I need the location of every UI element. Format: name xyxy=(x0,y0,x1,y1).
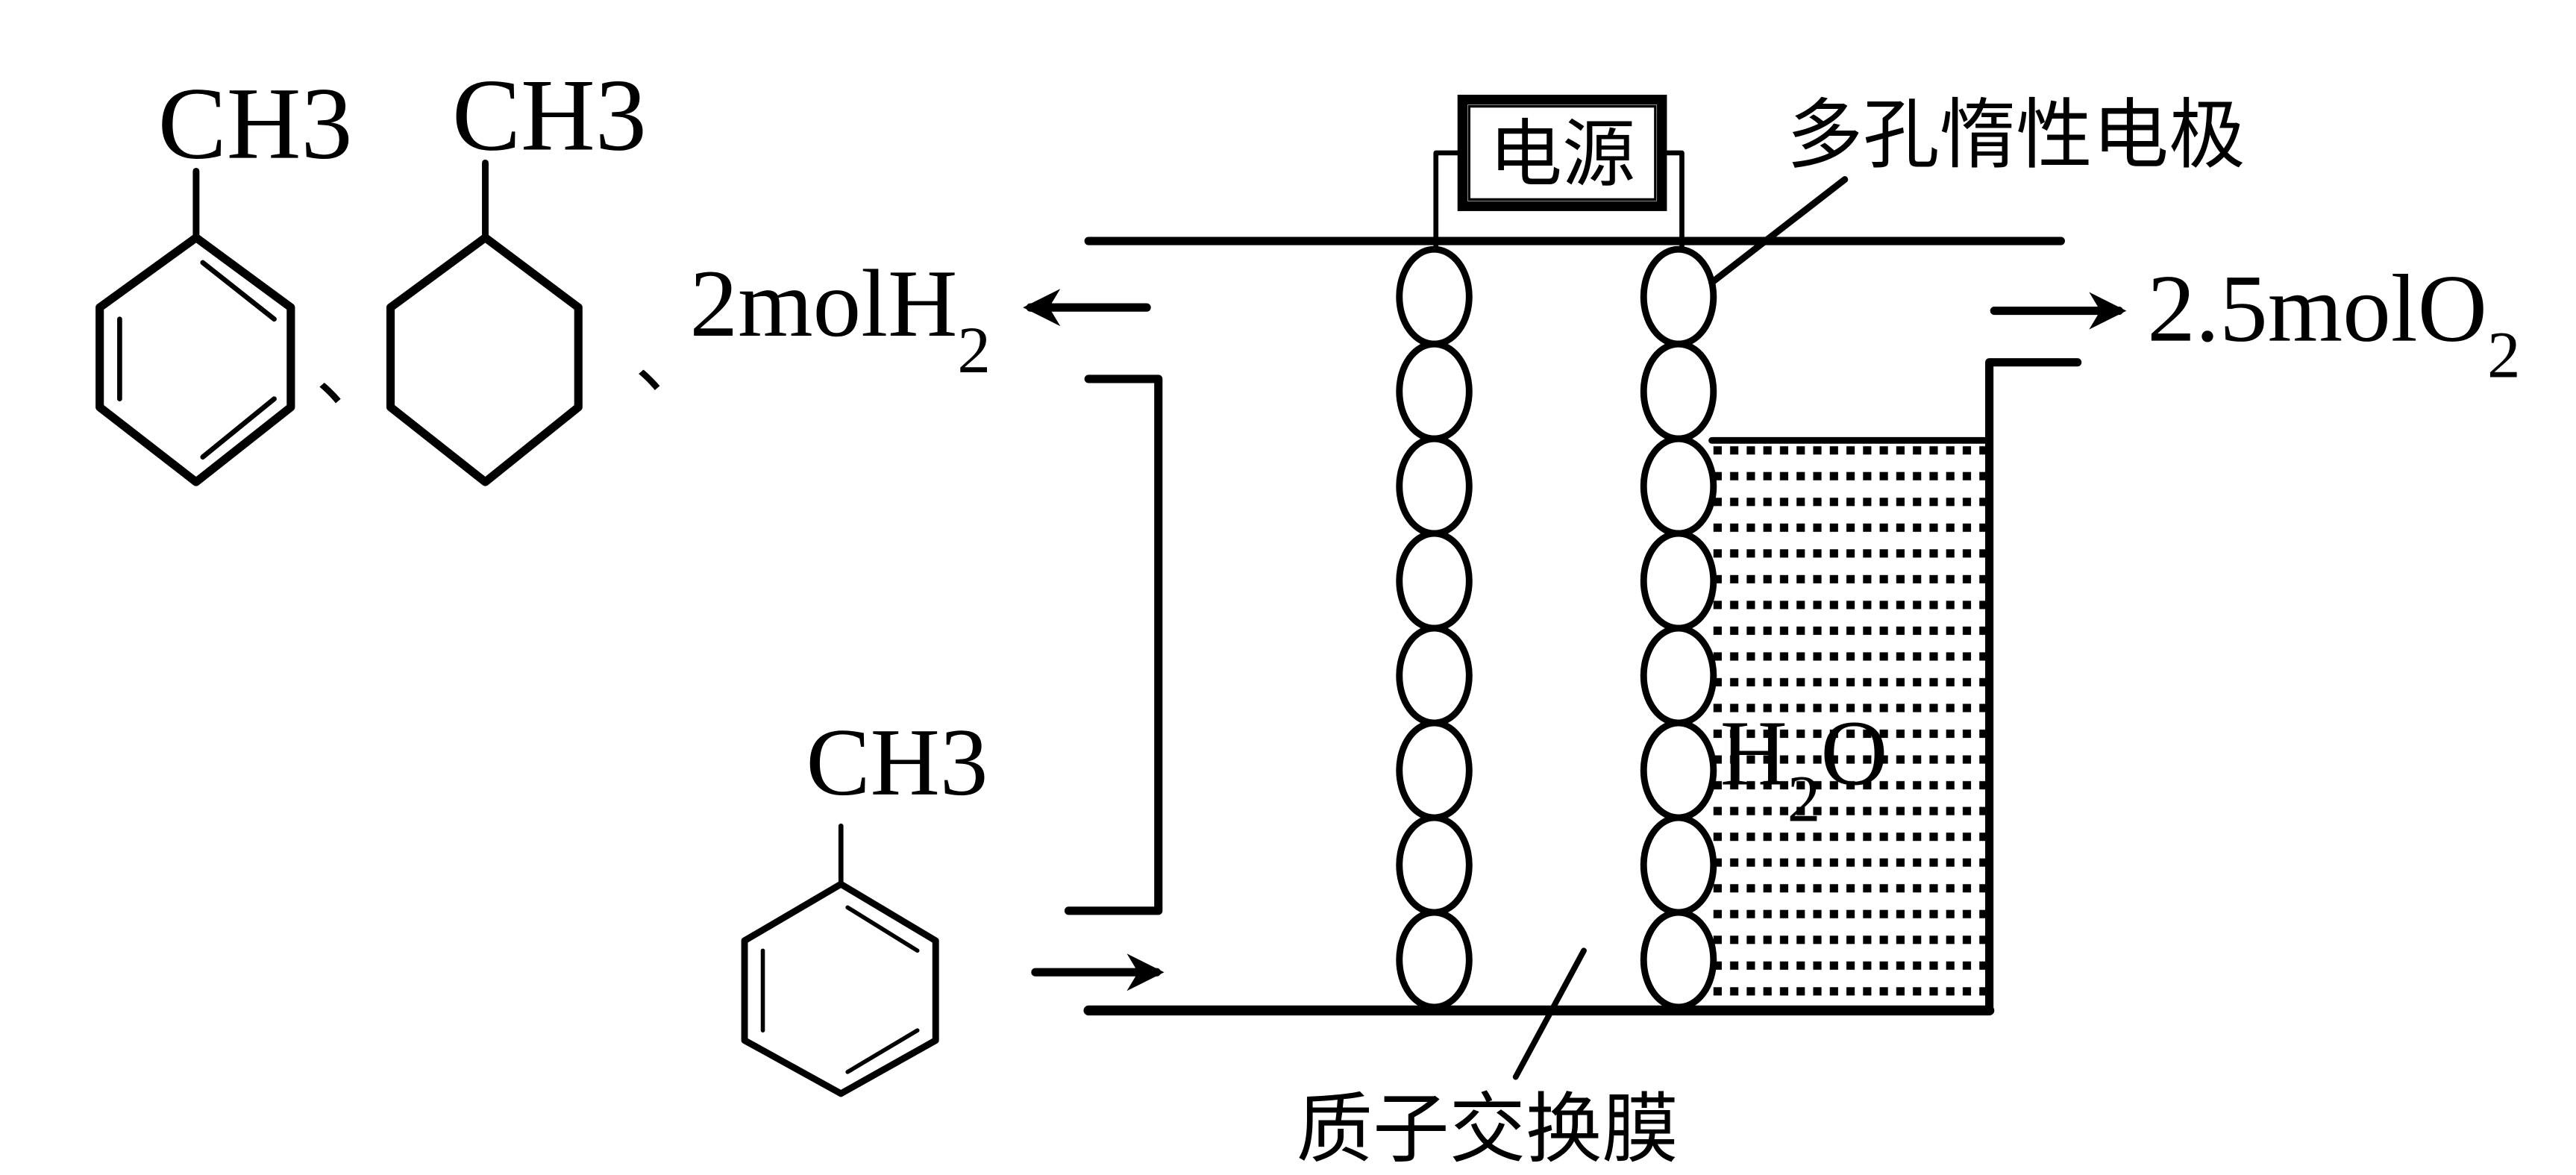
electrode-bead xyxy=(1396,909,1473,1011)
oxygen-species: O xyxy=(2418,255,2487,362)
oxygen-subscript: 2 xyxy=(2487,319,2521,392)
membrane-label: 质子交换膜 xyxy=(1297,1085,1679,1174)
electrode-bead xyxy=(1396,245,1473,348)
double-bond xyxy=(200,396,277,460)
power-wire-left xyxy=(1433,150,1465,252)
hydrogen-coefficient: 2mol xyxy=(690,250,889,357)
electrode-bead xyxy=(1640,435,1717,537)
hydrogen-output-label: 2molH2 xyxy=(690,250,991,387)
double-bond xyxy=(200,260,277,322)
water-subscript: 2 xyxy=(1787,762,1821,836)
water-region xyxy=(1711,440,1987,1006)
anode-electrode xyxy=(1640,245,1717,1011)
electrode-bead xyxy=(1640,624,1717,727)
electrode-bead xyxy=(1396,340,1473,442)
power-source-inner-box xyxy=(1467,104,1657,201)
electrode-bead xyxy=(1640,719,1717,821)
double-bond xyxy=(845,1028,920,1074)
oxygen-coefficient: 2.5mol xyxy=(2147,255,2417,362)
power-wire-right xyxy=(1659,150,1685,252)
electrode-bead xyxy=(1640,909,1717,1011)
electrode-bead xyxy=(1640,530,1717,632)
membrane-leader-line xyxy=(1512,947,1587,1080)
cyclohexane-ring xyxy=(386,233,583,486)
separator-1: 、 xyxy=(316,332,389,417)
methylcyclohexane-structure: CH3 xyxy=(386,57,647,486)
electrode-bead xyxy=(1396,624,1473,727)
toluene-feed-ch3-label: CH3 xyxy=(806,709,988,815)
separator-2: 、 xyxy=(635,319,708,404)
benzene-ring xyxy=(95,233,295,486)
oxygen-output-label: 2.5molO2 xyxy=(2147,255,2520,392)
power-source: 电源 xyxy=(1433,94,1685,252)
cathode-chamber-wall xyxy=(1064,375,1163,915)
electrode-bead xyxy=(1640,340,1717,442)
power-source-label: 电源 xyxy=(1489,113,1635,198)
electrode-bead xyxy=(1396,719,1473,821)
electrode-bead xyxy=(1396,530,1473,632)
electrode-bead xyxy=(1396,435,1473,537)
electrode-bead xyxy=(1396,814,1473,916)
hydrogen-species: H xyxy=(888,250,957,357)
toluene-product-ch3-label: CH3 xyxy=(158,66,353,181)
toluene-feed-structure: CH3 xyxy=(741,709,988,1097)
methylcyclohexane-ch3-label: CH3 xyxy=(452,57,647,172)
electrode-bead xyxy=(1640,814,1717,916)
benzene-ring xyxy=(741,880,939,1097)
water-label: H2O xyxy=(1720,701,1888,836)
electrode-bead xyxy=(1640,245,1717,348)
hydrogen-subscript: 2 xyxy=(957,314,991,387)
electrode-label: 多孔惰性电极 xyxy=(1787,91,2246,180)
water-h: H xyxy=(1720,701,1787,804)
water-o: O xyxy=(1820,701,1887,804)
electrode-leader-line xyxy=(1708,176,1849,286)
cathode-electrode xyxy=(1396,245,1473,1011)
double-bond xyxy=(845,905,920,953)
toluene-product-structure: CH3 xyxy=(95,66,353,486)
anode-chamber-wall xyxy=(1985,358,2082,1015)
